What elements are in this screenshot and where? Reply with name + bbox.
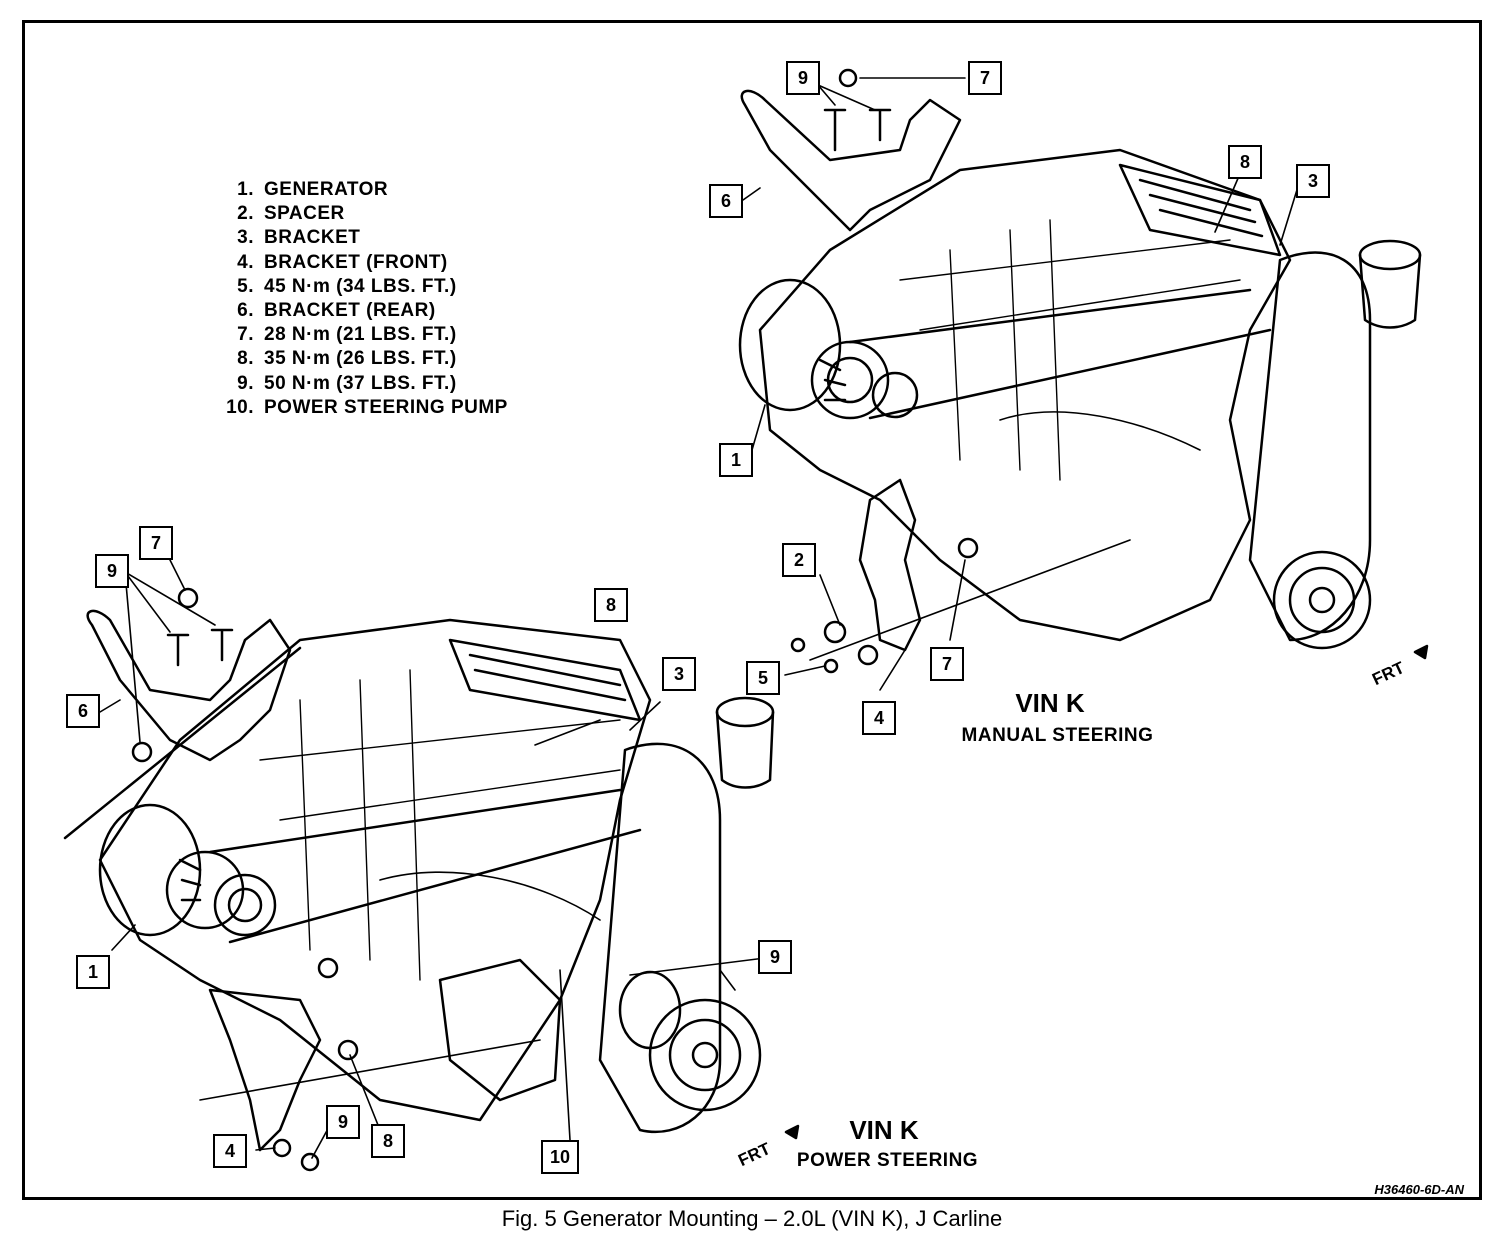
- callout-8: 8: [371, 1124, 405, 1158]
- callout-9: 9: [326, 1105, 360, 1139]
- callout-8: 8: [594, 588, 628, 622]
- power-subtitle: POWER STEERING: [796, 1150, 979, 1171]
- callout-5: 5: [746, 661, 780, 695]
- diagram-frame: [22, 20, 1482, 1200]
- callout-4: 4: [213, 1134, 247, 1168]
- frt-arrow-icon: [784, 1124, 800, 1140]
- callout-9: 9: [786, 61, 820, 95]
- callout-7: 7: [968, 61, 1002, 95]
- manual-engine-drawing: [738, 68, 1422, 691]
- legend-item: 1.GENERATOR: [237, 179, 389, 200]
- callout-9: 9: [95, 554, 129, 588]
- callout-9: 9: [758, 940, 792, 974]
- legend-item: 6.BRACKET (REAR): [237, 300, 436, 322]
- legend-item: 8.35 N·m (26 LBS. FT.): [237, 348, 457, 370]
- legend-item: 4.BRACKET (FRONT): [237, 251, 448, 273]
- callout-1: 1: [76, 955, 110, 989]
- callout-3: 3: [1296, 164, 1330, 198]
- callout-7: 7: [930, 647, 964, 681]
- callout-10: 10: [541, 1140, 579, 1174]
- legend-item: 10.POWER STEERING PUMP: [226, 396, 508, 418]
- callout-2: 2: [782, 543, 816, 577]
- legend-item: 5.45 N·m (34 LBS. FT.): [237, 275, 457, 297]
- manual-subtitle: MANUAL STEERING: [961, 725, 1154, 746]
- callout-6: 6: [709, 184, 743, 218]
- power-engine-drawing: [63, 559, 775, 1172]
- power-title: VIN K: [849, 1115, 919, 1145]
- callout-4: 4: [862, 701, 896, 735]
- callout-1: 1: [719, 443, 753, 477]
- legend-item: 9.50 N·m (37 LBS. FT.): [237, 372, 457, 394]
- reference-code: H36460-6D-AN: [1374, 1182, 1464, 1197]
- legend-item: 3.BRACKET: [237, 227, 361, 249]
- frt-arrow-icon: [1413, 644, 1429, 660]
- legend-item: 2.SPACER: [237, 203, 345, 225]
- callout-3: 3: [662, 657, 696, 691]
- manual-title: VIN K: [1015, 688, 1085, 718]
- parts-legend: 1.GENERATOR 2.SPACER 3.BRACKET 4.BRACKET…: [208, 178, 508, 420]
- callout-8: 8: [1228, 145, 1262, 179]
- figure-caption: Fig. 5 Generator Mounting – 2.0L (VIN K)…: [501, 1206, 1003, 1231]
- callout-7: 7: [139, 526, 173, 560]
- callout-6: 6: [66, 694, 100, 728]
- legend-item: 7.28 N·m (21 LBS. FT.): [237, 324, 457, 346]
